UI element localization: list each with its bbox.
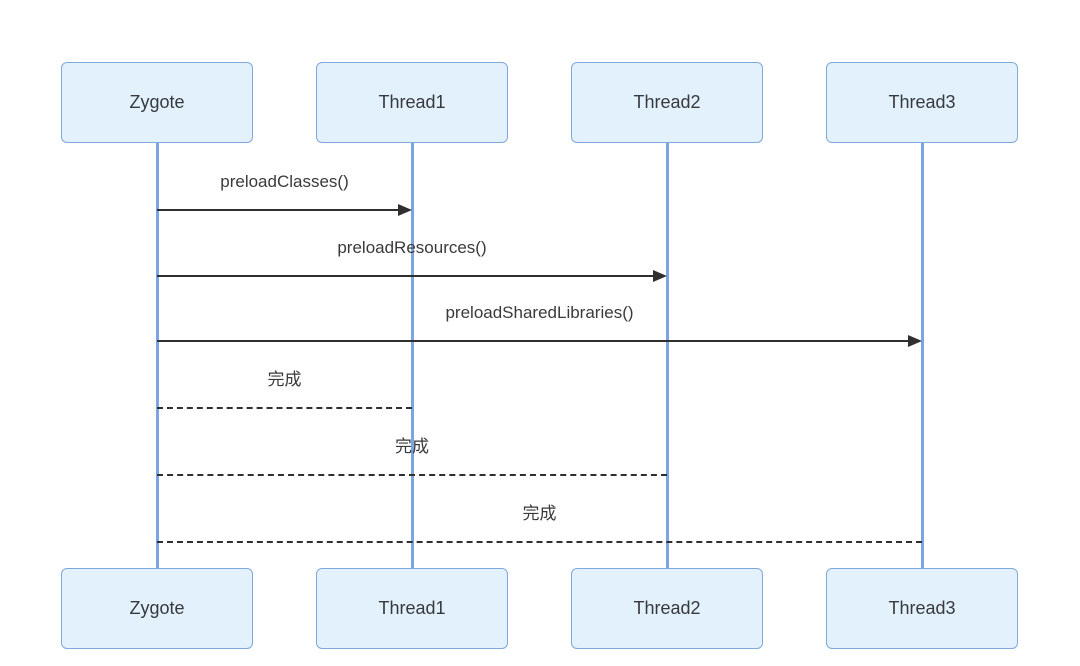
lifeline-thread3 — [921, 143, 924, 569]
actor-label: Thread1 — [378, 92, 446, 112]
actor-box-zygote-bottom: Zygote — [61, 568, 253, 649]
actor-label: Thread3 — [888, 598, 956, 618]
actor-label: Thread2 — [633, 598, 701, 618]
message-line — [157, 275, 655, 277]
message-label: preloadResources() — [337, 238, 487, 257]
message-line — [157, 340, 910, 342]
lifeline-thread1 — [411, 143, 414, 569]
actor-box-zygote-top: Zygote — [61, 62, 253, 143]
message-line — [157, 209, 400, 211]
message-label: 完成 — [267, 370, 302, 389]
message-label: preloadClasses() — [220, 172, 349, 191]
message-return-line — [157, 541, 922, 543]
arrowhead-right-icon — [653, 270, 667, 282]
arrowhead-right-icon — [398, 204, 412, 216]
actor-box-thread1-bottom: Thread1 — [316, 568, 508, 649]
actor-box-thread3-bottom: Thread3 — [826, 568, 1018, 649]
actor-box-thread2-top: Thread2 — [571, 62, 763, 143]
actor-label: Thread1 — [378, 598, 446, 618]
actor-label: Zygote — [129, 598, 185, 618]
lifeline-zygote — [156, 143, 159, 569]
actor-box-thread3-top: Thread3 — [826, 62, 1018, 143]
actor-box-thread2-bottom: Thread2 — [571, 568, 763, 649]
actor-label: Thread3 — [888, 92, 956, 112]
lifeline-thread2 — [666, 143, 669, 569]
actor-label: Thread2 — [633, 92, 701, 112]
message-label: 完成 — [522, 504, 557, 523]
message-label: 完成 — [395, 437, 429, 456]
actor-label: Zygote — [129, 92, 185, 112]
arrowhead-right-icon — [908, 335, 922, 347]
message-label: preloadSharedLibraries() — [445, 303, 634, 322]
actor-box-thread1-top: Thread1 — [316, 62, 508, 143]
message-return-line — [157, 474, 667, 476]
message-return-line — [157, 407, 412, 409]
